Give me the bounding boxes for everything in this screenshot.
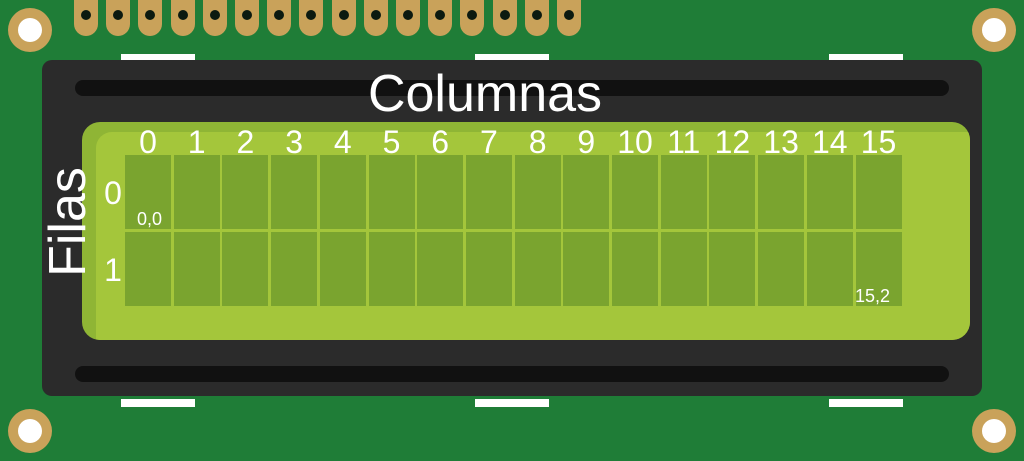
character-cell [709,232,756,306]
column-label: 2 [236,124,255,160]
character-cell [806,155,853,229]
character-cell [173,155,220,229]
end-coordinate-label: 15,2 [855,286,891,306]
bezel-tab [829,54,903,62]
header-pin [74,0,98,36]
header-pin [363,0,388,36]
start-coordinate-label: 0,0 [137,209,163,229]
character-cell [855,155,902,229]
character-cell [612,232,658,306]
column-label: 14 [812,124,848,160]
column-label: 11 [667,124,701,160]
rows-title: Filas [39,167,97,277]
character-cell [465,232,512,306]
column-label: 13 [763,124,799,160]
header-pin [170,0,195,36]
character-cell [271,155,318,229]
bezel-tab [121,54,195,62]
character-cell [709,155,756,229]
mounting-hole-bottom-left [8,409,52,453]
character-cell [514,232,561,306]
bezel-rail-top [75,80,949,96]
character-cell [660,232,707,306]
row-label: 1 [104,252,122,288]
column-label: 4 [333,124,352,160]
character-cell [465,155,512,229]
character-cell [271,232,318,306]
bezel-rail-bottom [75,366,949,382]
character-cell [173,232,220,306]
bezel-tab [475,54,549,62]
column-label: 12 [714,124,751,160]
header-pin [138,0,163,36]
column-label: 1 [187,124,206,160]
header-pin [106,0,131,36]
header-pin [557,0,581,36]
character-cell [417,232,464,306]
header-pin [331,0,356,36]
column-label: 9 [577,124,596,160]
character-cell [660,155,707,229]
column-label: 5 [382,124,401,160]
column-label: 0 [139,124,157,160]
header-pin [396,0,420,36]
column-label: 10 [617,124,653,160]
character-cell [417,155,464,229]
character-cell [368,155,415,229]
character-cell [563,155,610,229]
character-cell [563,232,610,306]
row-label: 0 [104,175,122,211]
header-pin [492,0,517,36]
header-pin [299,0,324,36]
character-cell [514,155,561,229]
header-pin [428,0,453,36]
header-pin [202,0,227,36]
character-cell [855,232,902,306]
header-pin [524,0,549,36]
columns-title: Columnas [367,65,603,123]
character-cell [319,155,366,229]
column-label: 7 [479,124,498,160]
bezel-tab [829,399,903,407]
column-label: 15 [860,124,897,160]
character-cell [806,232,853,306]
header-pin [267,0,292,36]
character-cell [368,232,415,306]
character-cell [222,232,269,306]
column-label: 8 [528,124,547,160]
mounting-hole-top-right [972,8,1016,52]
character-cell [222,155,269,229]
mounting-hole-bottom-right [972,409,1016,453]
character-cell [319,232,366,306]
header-pin [460,0,485,36]
bezel-tab [121,399,195,407]
character-cell [125,232,171,306]
column-label: 3 [285,124,303,160]
mounting-hole-top-left [8,8,52,52]
character-cell [125,155,171,229]
character-cell [758,155,805,229]
column-label: 6 [431,124,450,160]
header-pin [235,0,259,36]
bezel-tab [475,399,549,407]
character-cell [758,232,805,306]
character-cell [612,155,658,229]
